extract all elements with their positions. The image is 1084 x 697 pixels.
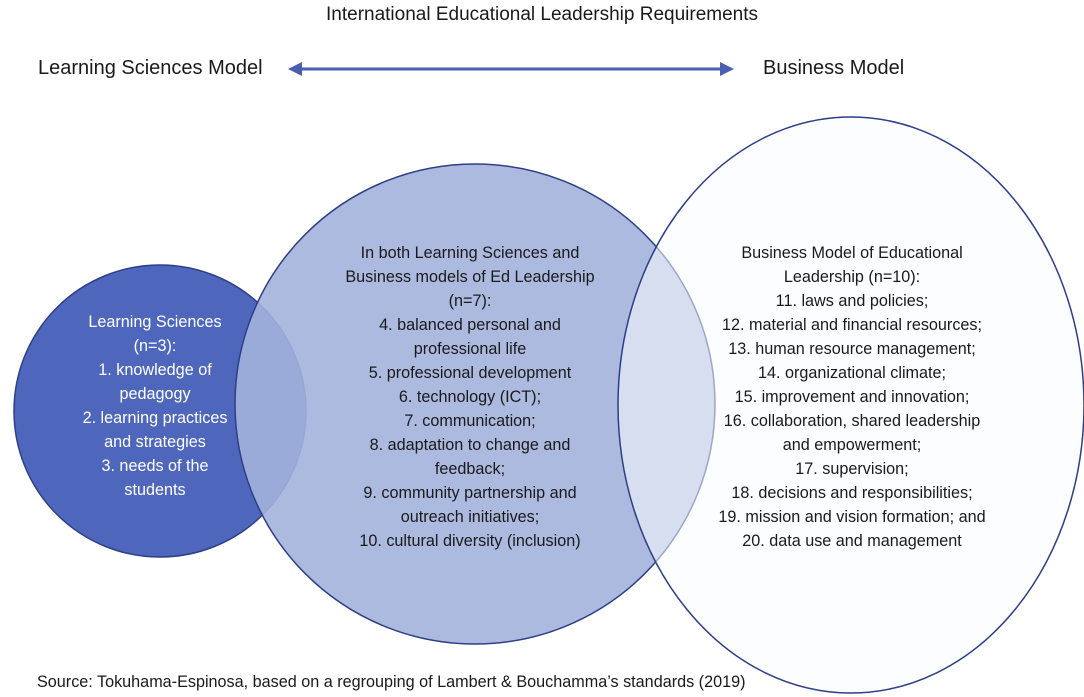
both-models-line: outreach initiatives; (400, 508, 540, 526)
both-models-line: Business models of Ed Leadership (345, 268, 595, 286)
business-model-line: 14. organizational climate; (757, 364, 947, 382)
learning-sciences-line: 2. learning practices (82, 409, 228, 427)
learning-sciences-line: Learning Sciences (88, 313, 222, 331)
business-model-line: 15. improvement and innovation; (734, 388, 970, 406)
both-models-line: 4. balanced personal and (379, 316, 561, 334)
learning-sciences-line: (n=3): (133, 337, 177, 355)
business-model-line: 13. human resource management; (728, 340, 976, 358)
both-models-line: feedback; (434, 460, 506, 478)
business-model-line: Leadership (n=10): (783, 268, 921, 286)
learning-sciences-text: Learning Sciences (n=3): 1. knowledge of pe… (40, 310, 270, 502)
business-model-line: 16. collaboration, shared leadership (723, 412, 981, 430)
both-models-line: 10. cultural diversity (inclusion) (359, 532, 581, 550)
business-model-line: and empowerment; (782, 436, 922, 454)
business-model-line: 11. laws and policies; (775, 292, 929, 310)
business-model-line: 19. mission and vision formation; and (718, 508, 986, 526)
learning-sciences-model-label: Learning Sciences Model (38, 57, 263, 79)
learning-sciences-line: students (124, 481, 186, 499)
both-models-line: 6. technology (ICT); (398, 388, 542, 406)
learning-sciences-line: pedagogy (119, 385, 191, 403)
business-model-line: 20. data use and management (742, 532, 962, 550)
business-model-line: Business Model of Educational (741, 244, 963, 262)
diagram-title: International Educational Leadership Req… (326, 4, 758, 25)
business-model-line: 17. supervision; (795, 460, 909, 478)
both-models-line: 7. communication; (404, 412, 536, 430)
business-model-line: 18. decisions and responsibilities; (731, 484, 973, 502)
business-model-ellipse (617, 116, 1084, 694)
both-models-line: 9. community partnership and (363, 484, 577, 502)
both-models-line: 5. professional development (368, 364, 572, 382)
double-arrow-icon (288, 62, 734, 76)
both-models-line: (n=7): (448, 292, 492, 310)
both-models-line: 8. adaptation to change and (369, 436, 571, 454)
business-model-label: Business Model (763, 57, 905, 79)
learning-sciences-line: and strategies (104, 433, 206, 451)
business-model-line: 12. material and financial resources; (721, 316, 983, 334)
both-models-line: professional life (413, 340, 527, 358)
learning-sciences-line: 3. needs of the (101, 457, 209, 475)
both-models-line: In both Learning Sciences and (360, 244, 580, 262)
learning-sciences-line: 1. knowledge of (98, 361, 212, 379)
source-note: Source: Tokuhama-Espinosa, based on a re… (37, 673, 746, 691)
